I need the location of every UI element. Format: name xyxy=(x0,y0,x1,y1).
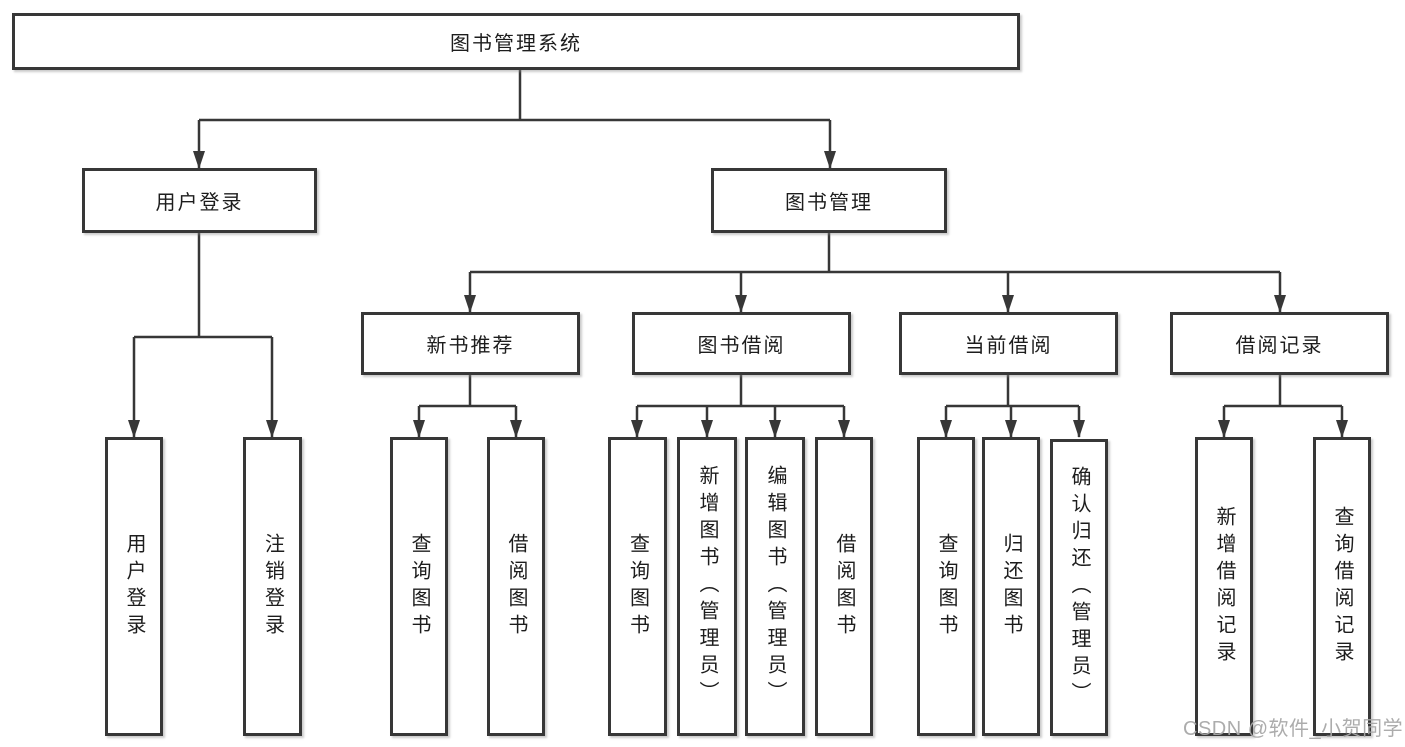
leaf-confirm-return-admin: 确认归还（管理员） xyxy=(1050,439,1108,736)
leaf-return-book: 归还图书 xyxy=(982,437,1040,736)
leaf-edit-book-admin-label: 编辑图书（管理员） xyxy=(764,465,786,708)
leaf-add-borrow-record: 新增借阅记录 xyxy=(1195,437,1253,736)
leaf-user-login-label: 用户登录 xyxy=(123,532,145,641)
leaf-query-borrow-record: 查询借阅记录 xyxy=(1313,437,1371,736)
leaf-query-borrow-record-label: 查询借阅记录 xyxy=(1331,505,1353,668)
node-book-management-label: 图书管理 xyxy=(785,192,873,214)
node-borrow-records: 借阅记录 xyxy=(1170,312,1389,375)
leaf-logout-label: 注销登录 xyxy=(261,532,284,641)
node-library-system: 图书管理系统 xyxy=(12,13,1020,70)
node-borrow-records-label: 借阅记录 xyxy=(1235,335,1324,357)
leaf-borrow-books-borrow: 借阅图书 xyxy=(815,437,873,736)
node-user-login-label: 用户登录 xyxy=(155,192,244,214)
node-library-system-label: 图书管理系统 xyxy=(450,33,582,55)
node-book-borrow: 图书借阅 xyxy=(632,312,851,375)
node-current-borrow: 当前借阅 xyxy=(899,312,1118,375)
leaf-user-login: 用户登录 xyxy=(105,437,163,736)
leaf-query-books-recommend: 查询图书 xyxy=(390,437,448,736)
node-book-management: 图书管理 xyxy=(711,168,947,233)
leaf-confirm-return-admin-label: 确认归还（管理员） xyxy=(1068,466,1090,709)
leaf-return-book-label: 归还图书 xyxy=(1000,532,1022,641)
leaf-query-books-current-label: 查询图书 xyxy=(935,532,957,641)
leaf-query-books-borrow: 查询图书 xyxy=(608,437,667,736)
node-new-book-recommend-label: 新书推荐 xyxy=(426,335,515,357)
leaf-query-books-recommend-label: 查询图书 xyxy=(408,532,430,641)
node-current-borrow-label: 当前借阅 xyxy=(964,335,1053,357)
leaf-logout: 注销登录 xyxy=(243,437,302,736)
leaf-borrow-books-recommend-label: 借阅图书 xyxy=(505,532,527,641)
node-book-borrow-label: 图书借阅 xyxy=(697,335,786,357)
node-user-login: 用户登录 xyxy=(82,168,317,233)
leaf-query-books-current: 查询图书 xyxy=(917,437,975,736)
node-new-book-recommend: 新书推荐 xyxy=(361,312,580,375)
leaf-add-borrow-record-label: 新增借阅记录 xyxy=(1213,505,1235,668)
csdn-watermark: CSDN @软件_小贺同学 xyxy=(1183,718,1404,740)
leaf-add-book-admin: 新增图书（管理员） xyxy=(677,437,737,736)
leaf-add-book-admin-label: 新增图书（管理员） xyxy=(696,465,718,708)
leaf-borrow-books-recommend: 借阅图书 xyxy=(487,437,545,736)
leaf-query-books-borrow-label: 查询图书 xyxy=(626,532,649,641)
leaf-borrow-books-borrow-label: 借阅图书 xyxy=(833,532,855,641)
leaf-edit-book-admin: 编辑图书（管理员） xyxy=(745,437,805,736)
